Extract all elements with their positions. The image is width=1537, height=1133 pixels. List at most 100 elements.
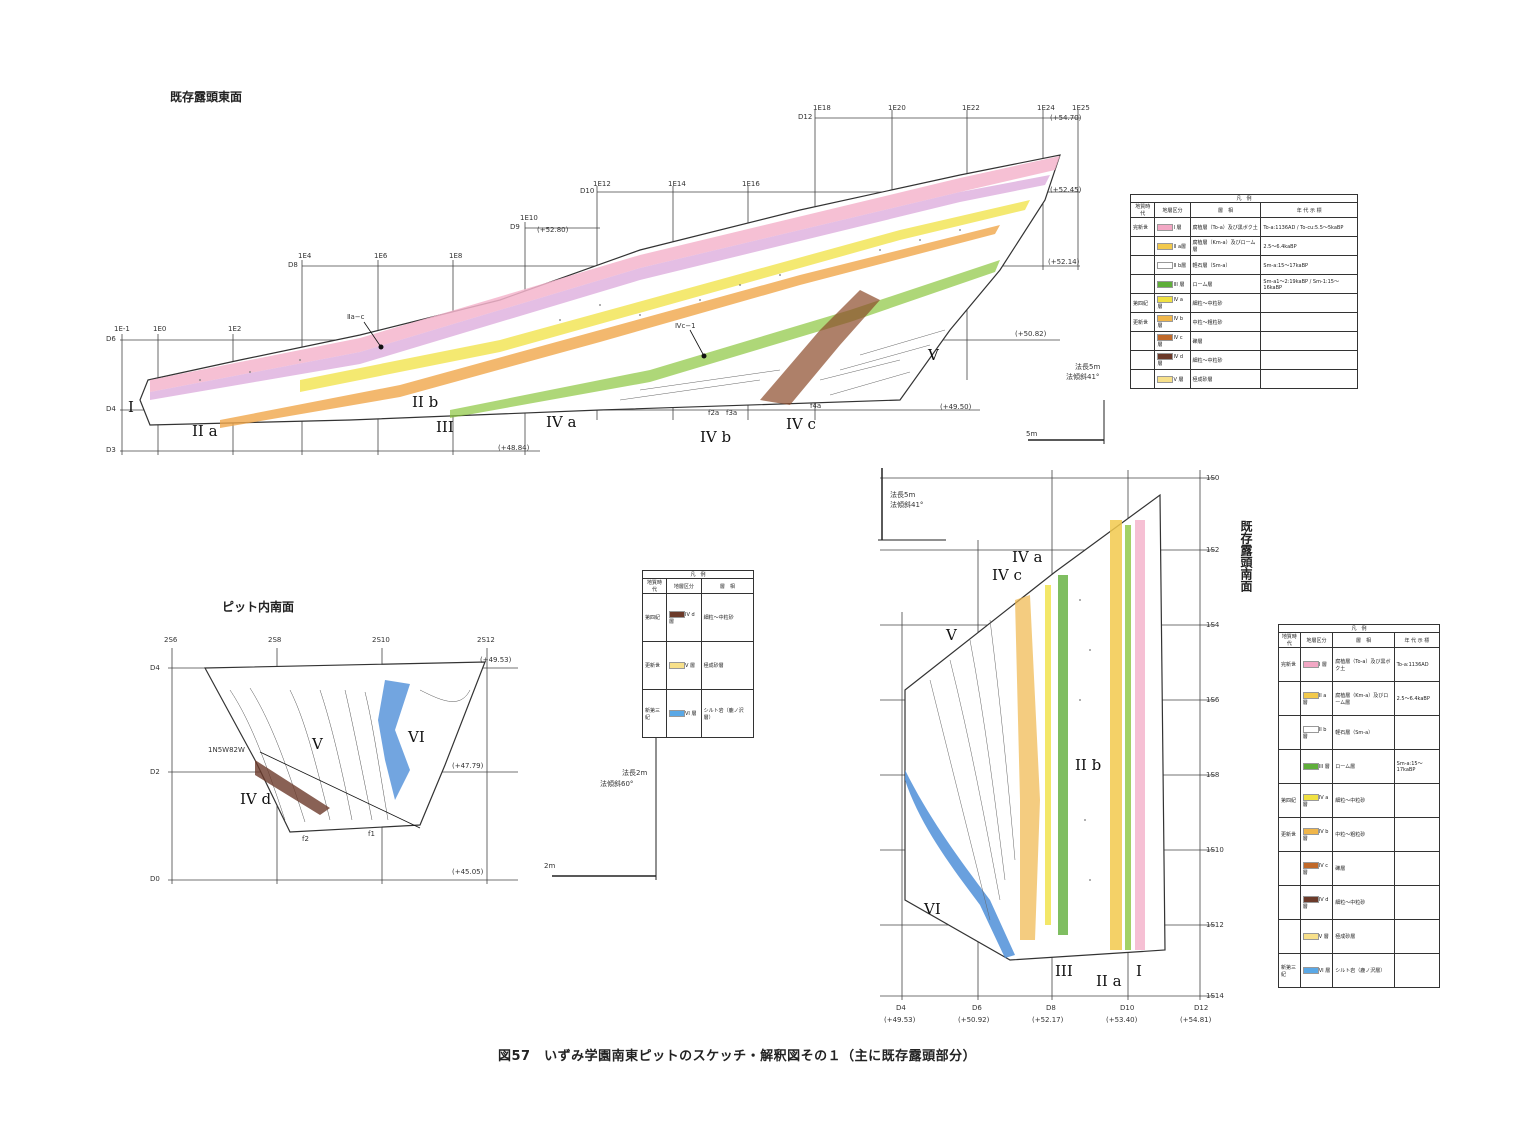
pit-layer-vi: VI xyxy=(408,728,425,746)
d-label-d8: D8 xyxy=(288,261,298,269)
legend-desc: シルト岩（鹿ノ沢層） xyxy=(1332,953,1395,988)
layer-label-i: I xyxy=(128,398,134,416)
legend-desc: 腐植層（Km-a）及びローム層 xyxy=(1332,681,1395,716)
legend-unit-cell: V 層 xyxy=(1154,369,1191,389)
nf-grid-1s8: 1S8 xyxy=(1206,771,1220,779)
pit-scale-bar-label: 2m xyxy=(544,862,556,870)
legend-desc: 極成砂層 xyxy=(1332,919,1395,954)
legend-desc: 極成砂層 xyxy=(700,641,755,690)
legend-unit-cell: IV b層 xyxy=(1299,817,1334,852)
d-label-d9: D9 xyxy=(510,223,520,231)
legend-swatch xyxy=(1302,861,1319,869)
legend-unit: VI 層 xyxy=(685,711,697,717)
legend-unit-cell: IV c層 xyxy=(1299,851,1334,886)
nf-elev-d4: (+49.53) xyxy=(884,1016,916,1024)
legend-row: V 層極成砂層 xyxy=(1129,369,1358,389)
legend-unit-cell: V 層 xyxy=(1299,919,1334,954)
legend-swatch xyxy=(1302,661,1319,668)
grid-1e25: 1E25 xyxy=(1072,104,1090,112)
nf-d-label-d12: D12 xyxy=(1194,1004,1209,1012)
pit-fault-f1: f1 xyxy=(368,830,375,838)
legend-era: 第四紀 xyxy=(642,593,667,642)
pit-scale-note-dip: 法傾斜60° xyxy=(600,780,634,788)
elev-d8: (+52.14) xyxy=(1048,258,1080,266)
nf-layer-ivc: IV c xyxy=(992,566,1022,584)
legend-swatch xyxy=(1302,691,1319,699)
legend-era: 完新世 xyxy=(1278,647,1301,682)
nf-scale-note-dip: 法傾斜41° xyxy=(890,501,924,509)
elev-d4: (+49.50) xyxy=(940,403,972,411)
legend-row: II b層軽石層（Sm-a） xyxy=(1278,715,1441,750)
legend-swatch xyxy=(669,710,685,717)
legend-swatch xyxy=(669,610,685,618)
nf-layer-iva: IV a xyxy=(1012,548,1043,566)
layer-label-ivb: IV b xyxy=(700,428,732,446)
legend-desc: ローム層 xyxy=(1332,749,1395,784)
legend-desc: 細粒〜中粒砂 xyxy=(1332,885,1395,920)
legend-swatch xyxy=(1157,280,1174,288)
legend-age xyxy=(1393,817,1441,852)
pit-layer-v: V xyxy=(312,735,323,753)
legend-desc: 細粒〜中粒砂 xyxy=(1332,783,1395,818)
pit-elev-d2: (+47.79) xyxy=(452,762,484,770)
legend-age: 2.5〜6.4kaBP xyxy=(1393,681,1441,716)
legend-unit: III 層 xyxy=(1173,281,1185,288)
grid-1e4: 1E4 xyxy=(298,252,312,260)
nf-layer-iia: II a xyxy=(1096,972,1122,990)
legend-unit: IV b層 xyxy=(1302,828,1329,842)
grid-1e20: 1E20 xyxy=(888,104,906,112)
legend-swatch xyxy=(1157,223,1174,231)
grid-1e24: 1E24 xyxy=(1037,104,1055,112)
elev-top: (+54.70) xyxy=(1050,114,1082,122)
legend-right-header-desc: 層 相 xyxy=(1332,632,1395,648)
legend-age xyxy=(1260,369,1358,389)
legend-era xyxy=(1278,715,1301,750)
legend-row: IV d層細粒〜中粒砂 xyxy=(1278,885,1441,920)
legend-swatch xyxy=(1157,242,1174,250)
legend-unit-cell: III 層 xyxy=(1299,749,1334,784)
legend-swatch xyxy=(1302,967,1319,974)
d-label-d12: D12 xyxy=(798,113,813,121)
nf-layer-v: V xyxy=(946,626,957,644)
legend-age xyxy=(1393,851,1441,886)
legend-swatch xyxy=(1302,793,1319,801)
legend-era xyxy=(1278,885,1301,920)
legend-unit: IV d層 xyxy=(669,611,695,625)
pit-elev-d4: (+49.53) xyxy=(480,656,512,664)
legend-unit-cell: II b層 xyxy=(1154,255,1191,275)
legend-unit: IV b層 xyxy=(1157,316,1184,329)
legend-era xyxy=(1278,749,1301,784)
pit-d-label-d4: D4 xyxy=(150,664,160,672)
legend-unit: V 層 xyxy=(1173,376,1184,383)
legend-right-header-unit: 地層区分 xyxy=(1299,632,1334,648)
legend-swatch xyxy=(1157,334,1174,341)
legend-age: Sm-a:15〜17kaBP xyxy=(1260,255,1358,275)
legend-unit-cell: IV d層 xyxy=(1299,885,1334,920)
nf-layer-i: I xyxy=(1136,962,1142,980)
legend-swatch xyxy=(1157,353,1174,360)
d-label-d4: D4 xyxy=(106,405,116,413)
pit-grid-2s10: 2S10 xyxy=(372,636,390,644)
legend-unit: IV a層 xyxy=(1157,297,1183,310)
legend-unit: V 層 xyxy=(685,663,696,669)
grid-1e18: 1E18 xyxy=(813,104,831,112)
legend-unit: VI 層 xyxy=(1318,968,1331,974)
east-scale-note-dip: 法傾斜41° xyxy=(1066,373,1100,381)
legend-age xyxy=(1393,885,1441,920)
layer-label-iia: II a xyxy=(192,422,218,440)
legend-unit: V 層 xyxy=(1318,934,1329,940)
legend-swatch xyxy=(1157,296,1174,303)
sample-label-f2a: f2a xyxy=(708,409,720,417)
elev-d3: (+48.84) xyxy=(498,444,530,452)
legend-unit-cell: VI 層 xyxy=(1299,953,1334,988)
